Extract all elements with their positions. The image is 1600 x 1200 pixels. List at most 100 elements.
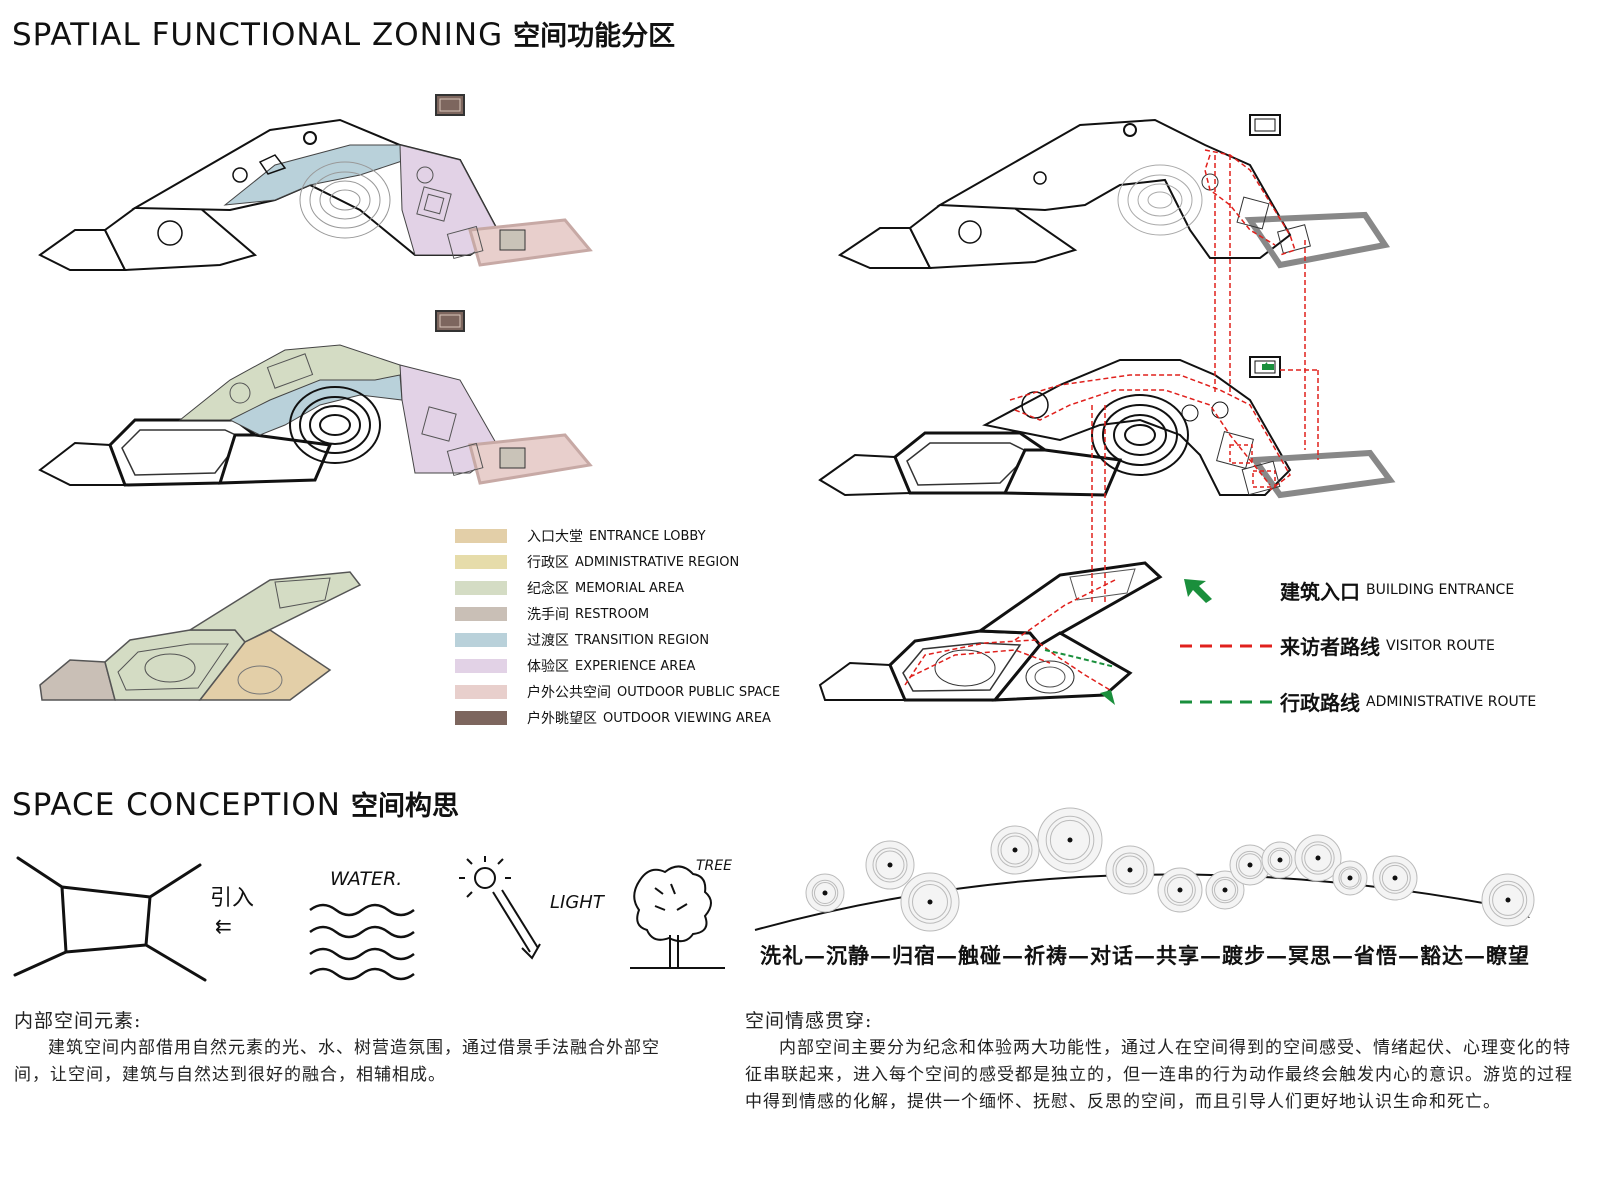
arc-dot	[1505, 897, 1511, 903]
arc-ring	[872, 847, 908, 883]
water-waves-sketch	[309, 903, 415, 981]
section-title-zoning: SPATIAL FUNCTIONAL ZONING 空间功能分区	[12, 14, 675, 53]
zone-legend-item: 体验区 EXPERIENCE AREA	[455, 653, 815, 679]
arc-ring	[1338, 866, 1362, 890]
admin-route-swatch	[1180, 700, 1272, 703]
zone-label-en: EXPERIENCE AREA	[575, 658, 696, 674]
route-legend-admin: 行政路线 ADMINISTRATIVE ROUTE	[1180, 687, 1536, 716]
interior-elements-body: 建筑空间内部借用自然元素的光、水、树营造氛围，通过借景手法融合外部空间，让空间，…	[14, 1038, 660, 1085]
zone-swatch	[455, 685, 507, 699]
arc-dot	[1067, 837, 1073, 843]
zone-label-zh: 过渡区	[527, 633, 569, 649]
arc-dot	[1127, 867, 1133, 873]
zone-legend: 入口大堂 ENTRANCE LOBBY 行政区 ADMINISTRATIVE REGI…	[455, 523, 815, 731]
interior-elements-heading: 内部空间元素:	[14, 1010, 142, 1032]
arc-dot	[1247, 862, 1253, 868]
arc-ring	[1340, 868, 1360, 888]
arc-ring	[1049, 819, 1091, 861]
arc-dot	[1222, 887, 1228, 893]
intro-box-sketch	[13, 856, 207, 982]
viewing-area-marker	[435, 310, 465, 332]
zone-swatch	[455, 633, 507, 647]
arc-ring	[908, 880, 952, 924]
zone-label-zh: 洗手间	[527, 607, 569, 623]
zone-legend-item: 户外眺望区 OUTDOOR VIEWING AREA	[455, 705, 815, 731]
route-plan-level-3	[837, 114, 1391, 270]
zone-legend-item: 行政区 ADMINISTRATIVE REGION	[455, 549, 815, 575]
intro-arrow-icon: ⇇	[215, 914, 232, 938]
zone-label-zh: 户外眺望区	[527, 711, 597, 727]
zone-legend-item: 入口大堂 ENTRANCE LOBBY	[455, 523, 815, 549]
arc-ring	[1304, 844, 1332, 872]
zoning-plan-level-1	[39, 571, 362, 701]
sun-icon	[459, 856, 511, 898]
arc-dot	[1177, 887, 1183, 893]
arc-dot	[1392, 875, 1398, 881]
zone-label-en: ADMINISTRATIVE REGION	[575, 554, 740, 570]
zone-legend-item: 洗手间 RESTROOM	[455, 601, 815, 627]
zone-label-zh: 体验区	[527, 659, 569, 675]
arc-ring	[875, 850, 905, 880]
tree-label: TREE	[696, 858, 732, 874]
arc-ring	[1211, 876, 1239, 904]
arc-ring	[1379, 862, 1411, 894]
emotion-thread-body: 内部空间主要分为纪念和体验两大功能性，通过人在空间得到的空间感受、情绪起伏、心理…	[745, 1038, 1573, 1112]
zone-label-zh: 行政区	[527, 555, 569, 571]
arc-ring	[1000, 835, 1030, 865]
zone-label-zh: 户外公共空间	[527, 685, 611, 701]
arc-ring	[912, 884, 948, 920]
route-plan-level-1	[818, 561, 1163, 705]
zone-swatch	[455, 659, 507, 673]
intro-label: 引入	[210, 886, 254, 911]
arc-dot	[1347, 875, 1353, 881]
zone-label-en: OUTDOOR PUBLIC SPACE	[617, 684, 781, 700]
arc-ring	[1166, 876, 1194, 904]
zone-label-zh: 入口大堂	[527, 529, 583, 545]
arc-dot	[1315, 855, 1321, 861]
arc-ring	[1492, 884, 1524, 916]
arc-ring	[1381, 864, 1409, 892]
arc-ring	[1301, 841, 1335, 875]
arc-ring	[1045, 815, 1095, 865]
entrance-arrow-icon	[1184, 579, 1212, 603]
title-zoning-zh: 空间功能分区	[513, 21, 676, 52]
tree-sketch	[630, 865, 725, 969]
zone-legend-item: 户外公共空间 OUTDOOR PUBLIC SPACE	[455, 679, 815, 705]
zone-legend-item: 纪念区 MEMORIAL AREA	[455, 575, 815, 601]
emotion-thread-heading: 空间情感贯穿:	[745, 1010, 873, 1032]
zone-label-en: OUTDOOR VIEWING AREA	[603, 710, 771, 726]
arc-ring	[814, 882, 836, 904]
zone-swatch	[455, 711, 507, 725]
level-marker	[1249, 114, 1281, 136]
arc-ring	[1112, 852, 1148, 888]
title-zoning-en: SPATIAL FUNCTIONAL ZONING	[12, 17, 504, 53]
viewing-area-marker	[435, 94, 465, 116]
zone-label-en: MEMORIAL AREA	[575, 580, 685, 596]
arc-ring	[1238, 853, 1262, 877]
emotion-thread-text: 空间情感贯穿: 内部空间主要分为纪念和体验两大功能性，通过人在空间得到的空间感受…	[745, 1008, 1575, 1116]
arc-dot	[822, 890, 828, 896]
route-legend-entrance: 建筑入口 BUILDING ENTRANCE	[1180, 575, 1514, 605]
zone-swatch	[455, 581, 507, 595]
light-beam-sketch	[492, 889, 541, 960]
arc-ring	[1488, 880, 1528, 920]
zone-swatch	[455, 529, 507, 543]
arc-dot	[887, 862, 893, 868]
arc-ring	[1164, 874, 1196, 906]
arc-dot	[927, 899, 933, 905]
arc-dot	[1012, 847, 1018, 853]
zone-label-en: ENTRANCE LOBBY	[589, 528, 706, 544]
arc-ring	[1269, 849, 1291, 871]
zone-label-en: TRANSITION REGION	[575, 632, 710, 648]
zone-label-zh: 纪念区	[527, 581, 569, 597]
arc-ring	[997, 832, 1033, 868]
zone-label-en: RESTROOM	[575, 606, 650, 622]
zoning-plan-level-2	[38, 310, 593, 487]
water-label: WATER.	[330, 868, 402, 890]
title-conception-zh: 空间构思	[350, 791, 459, 822]
zone-legend-item: 过渡区 TRANSITION REGION	[455, 627, 815, 653]
arc-ring	[811, 879, 839, 907]
arc-circles	[805, 807, 1535, 932]
light-label: LIGHT	[550, 892, 606, 913]
